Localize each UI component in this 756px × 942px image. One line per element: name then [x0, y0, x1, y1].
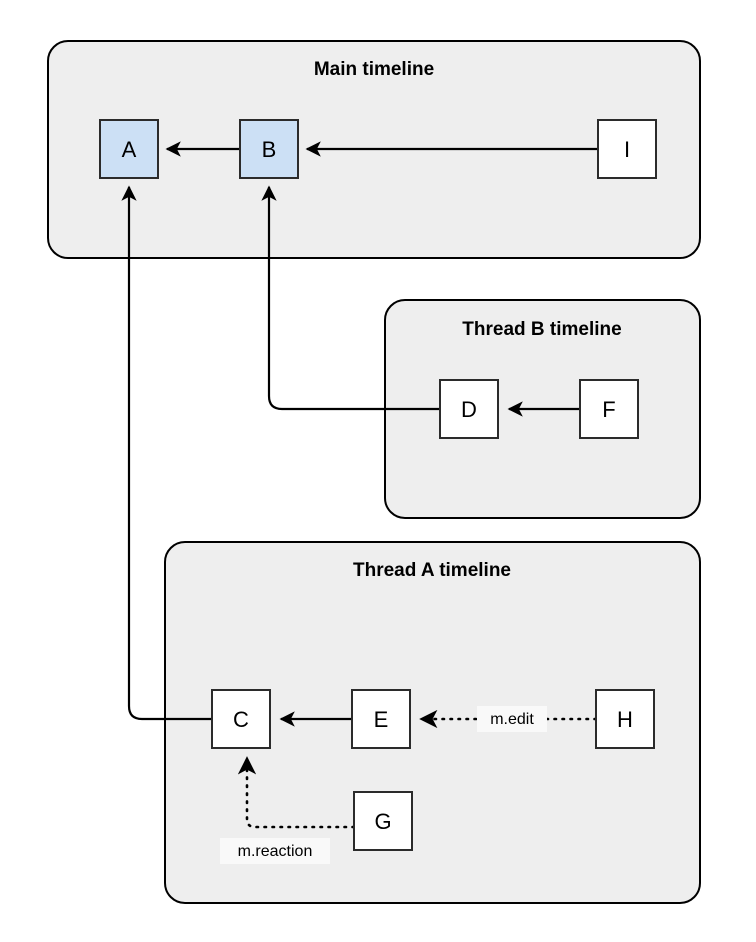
node-e[interactable]: E: [351, 689, 411, 749]
node-b-rect: [239, 119, 299, 179]
node-i-rect: [597, 119, 657, 179]
edge-label-m-reaction: m.reaction: [220, 838, 330, 864]
node-f[interactable]: F: [579, 379, 639, 439]
node-g-label: G: [374, 809, 391, 834]
node-c-label: C: [233, 707, 249, 732]
node-f-label: F: [602, 397, 615, 422]
node-i[interactable]: I: [597, 119, 657, 179]
node-i-label: I: [624, 137, 630, 162]
edge-label-m-reaction-text: m.reaction: [238, 843, 313, 860]
node-h-label: H: [617, 707, 633, 732]
node-d-label: D: [461, 397, 477, 422]
container-thread-b-timeline-title: Thread B timeline: [462, 319, 621, 340]
edge-c-to-a: [121, 185, 212, 721]
node-e-rect: [351, 689, 411, 749]
edge-g-to-c: [237, 756, 356, 829]
edge-label-m-edit-text: m.edit: [490, 711, 534, 728]
node-b-label: B: [262, 137, 277, 162]
node-c[interactable]: C: [211, 689, 271, 749]
node-d-rect: [439, 379, 499, 439]
node-e-label: E: [374, 707, 389, 732]
node-d[interactable]: D: [439, 379, 499, 439]
node-a[interactable]: A: [99, 119, 159, 179]
node-c-rect: [211, 689, 271, 749]
node-b[interactable]: B: [239, 119, 299, 179]
node-h-rect: [595, 689, 655, 749]
edge-d-to-b: [261, 185, 440, 411]
node-a-label: A: [122, 137, 137, 162]
node-h[interactable]: H: [595, 689, 655, 749]
edge-label-m-reaction-bg: [220, 838, 330, 864]
container-thread-a-timeline-title: Thread A timeline: [353, 560, 511, 581]
node-g[interactable]: G: [353, 791, 413, 851]
node-a-rect: [99, 119, 159, 179]
container-main-timeline-title: Main timeline: [314, 59, 434, 80]
edge-label-m-edit-bg: [477, 706, 547, 732]
node-g-rect: [353, 791, 413, 851]
edge-label-m-edit: m.edit: [477, 706, 547, 732]
node-f-rect: [579, 379, 639, 439]
